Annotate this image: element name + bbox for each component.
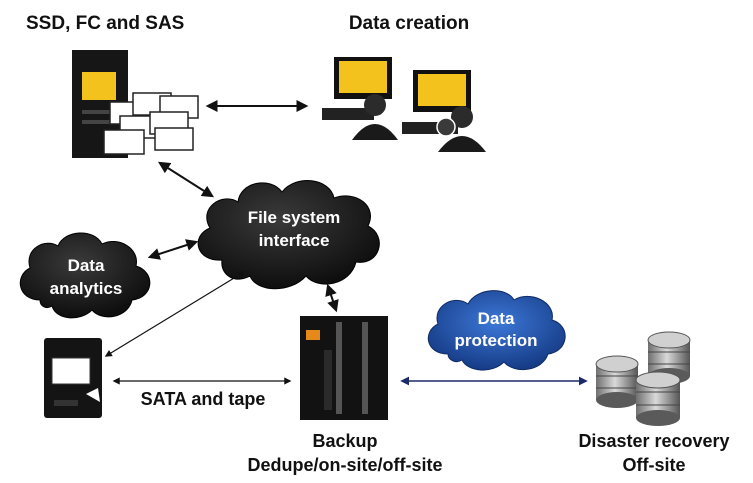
storage-server-icon bbox=[72, 50, 199, 158]
data-analytics-label-line2: analytics bbox=[50, 279, 123, 298]
disaster-recovery-label-line2: Off-site bbox=[622, 455, 686, 475]
file-system-label-line1: File system bbox=[248, 208, 341, 227]
backup-label-line2: Dedupe/on-site/off-site bbox=[247, 455, 443, 475]
data-analytics-cloud-icon bbox=[19, 232, 151, 319]
file-system-label-line2: interface bbox=[259, 231, 330, 250]
disaster-recovery-label-line1: Disaster recovery bbox=[578, 431, 730, 451]
disk-stack-icon bbox=[595, 331, 691, 426]
data-protection-cloud-icon bbox=[427, 290, 566, 371]
data-protection-label-line1: Data bbox=[478, 309, 515, 328]
data-analytics-label-line1: Data bbox=[68, 256, 105, 275]
data-protection-label-line2: protection bbox=[454, 331, 537, 350]
arrow-filesystem-to-backup bbox=[325, 283, 339, 313]
connector-arrows bbox=[104, 100, 588, 386]
arrow-filesystem-to-tape bbox=[104, 271, 246, 357]
workstations-users-icon bbox=[322, 57, 486, 152]
storage-tier-label: SSD, FC and SAS bbox=[26, 13, 185, 34]
data-creation-label: Data creation bbox=[348, 13, 470, 34]
backup-appliance-icon bbox=[300, 316, 388, 420]
tape-device-icon bbox=[44, 338, 102, 418]
arrow-storage-to-filesystem bbox=[157, 161, 215, 198]
arrow-analytics-to-filesystem bbox=[147, 239, 199, 260]
file-system-cloud-icon bbox=[197, 180, 380, 290]
backup-label-line1: Backup bbox=[312, 431, 378, 451]
sata-tape-label: SATA and tape bbox=[140, 389, 266, 409]
